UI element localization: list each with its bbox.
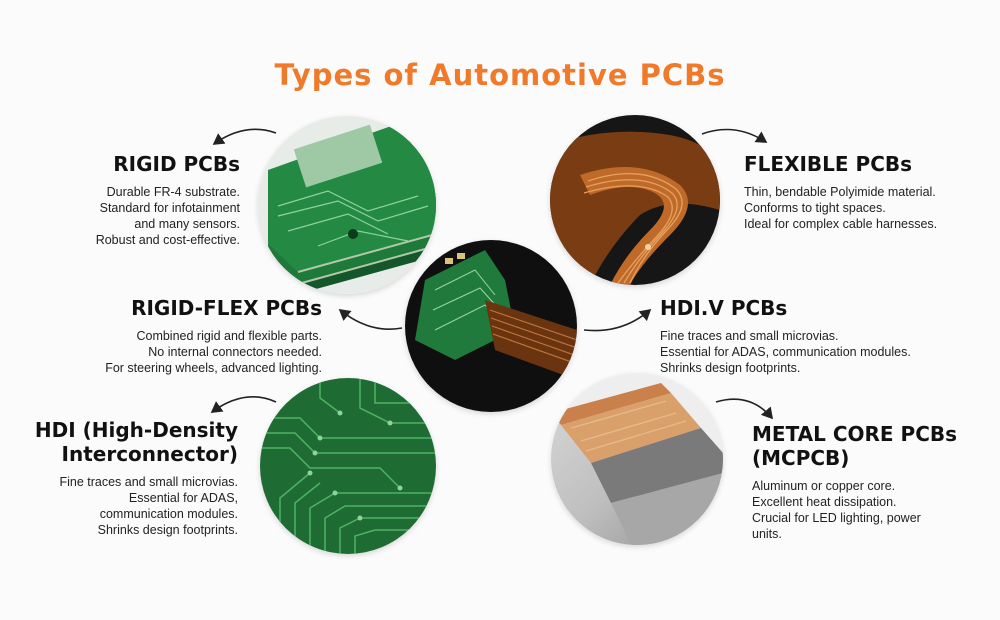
- rigid-flex-pcb-line: Combined rigid and flexible parts.: [136, 329, 322, 343]
- flexible-pcb-line: Ideal for complex cable harnesses.: [744, 217, 938, 231]
- hdi-v-pcb-block: HDI.V PCBs Fine traces and small microvi…: [660, 296, 960, 376]
- rigid-flex-pcb-image: [405, 240, 577, 412]
- arrow-flexible: [701, 128, 768, 143]
- hdi-pcb-line: communication modules.: [99, 507, 238, 521]
- hdi-pcb-heading-line2: Interconnector): [61, 442, 238, 466]
- hdi-pcb-line: Fine traces and small microvias.: [59, 475, 238, 489]
- page-title: Types of Automotive PCBs: [274, 58, 726, 92]
- arrow-rigid-flex: [338, 309, 403, 330]
- hdi-pcb-heading: HDI (High-Density Interconnector): [30, 418, 238, 466]
- metal-core-pcb-line: Aluminum or copper core.: [752, 479, 896, 493]
- arrow-metal-core: [715, 398, 774, 420]
- rigid-pcb-line: Robust and cost-effective.: [95, 233, 240, 247]
- hdi-pcb-line: Essential for ADAS,: [128, 491, 238, 505]
- hdi-pcb-image: [260, 378, 436, 554]
- arrow-hdi: [210, 396, 277, 413]
- rigid-pcb-heading: RIGID PCBs: [113, 152, 240, 176]
- rigid-flex-pcb-line: No internal connectors needed.: [148, 345, 322, 359]
- metal-core-pcb-heading-line1: METAL CORE PCBs: [752, 422, 958, 446]
- hdi-v-pcb-line: Essential for ADAS, communication module…: [660, 345, 911, 359]
- rigid-flex-pcb-block: RIGID-FLEX PCBs Combined rigid and flexi…: [60, 296, 322, 376]
- flexible-pcb-image: [550, 115, 720, 285]
- flexible-pcb-line: Conforms to tight spaces.: [744, 201, 886, 215]
- metal-core-pcb-image: [551, 373, 723, 545]
- metal-core-pcb-line: Crucial for LED lighting, power: [752, 511, 921, 525]
- arrow-rigid: [212, 128, 277, 145]
- metal-core-pcb-block: METAL CORE PCBs (MCPCB) Aluminum or copp…: [752, 422, 972, 542]
- flexible-pcb-line: Thin, bendable Polyimide material.: [744, 185, 936, 199]
- hdi-pcb-line: Shrinks design footprints.: [97, 523, 238, 537]
- hdi-v-pcb-heading: HDI.V PCBs: [660, 296, 788, 320]
- metal-core-pcb-heading-line2: (MCPCB): [752, 446, 850, 470]
- rigid-pcb-block: RIGID PCBs Durable FR-4 substrate. Stand…: [60, 152, 240, 248]
- rigid-pcb-line: Durable FR-4 substrate.: [106, 185, 240, 199]
- rigid-pcb-image: [258, 116, 436, 294]
- rigid-flex-pcb-heading: RIGID-FLEX PCBs: [131, 296, 322, 320]
- hdi-pcb-heading-line1: HDI (High-Density: [34, 418, 238, 442]
- flexible-pcb-block: FLEXIBLE PCBs Thin, bendable Polyimide m…: [744, 152, 974, 232]
- flexible-pcb-heading: FLEXIBLE PCBs: [744, 152, 913, 176]
- hdi-v-pcb-line: Shrinks design footprints.: [660, 361, 801, 375]
- metal-core-pcb-line: units.: [752, 527, 782, 541]
- hdi-v-pcb-line: Fine traces and small microvias.: [660, 329, 839, 343]
- metal-core-pcb-line: Excellent heat dissipation.: [752, 495, 897, 509]
- rigid-pcb-line: Standard for infotainment: [99, 201, 240, 215]
- rigid-pcb-line: and many sensors.: [134, 217, 240, 231]
- metal-core-pcb-heading: METAL CORE PCBs (MCPCB): [752, 422, 972, 470]
- arrow-hdi-v: [583, 308, 652, 332]
- hdi-pcb-block: HDI (High-Density Interconnector) Fine t…: [30, 418, 238, 538]
- rigid-flex-pcb-line: For steering wheels, advanced lighting.: [105, 361, 322, 375]
